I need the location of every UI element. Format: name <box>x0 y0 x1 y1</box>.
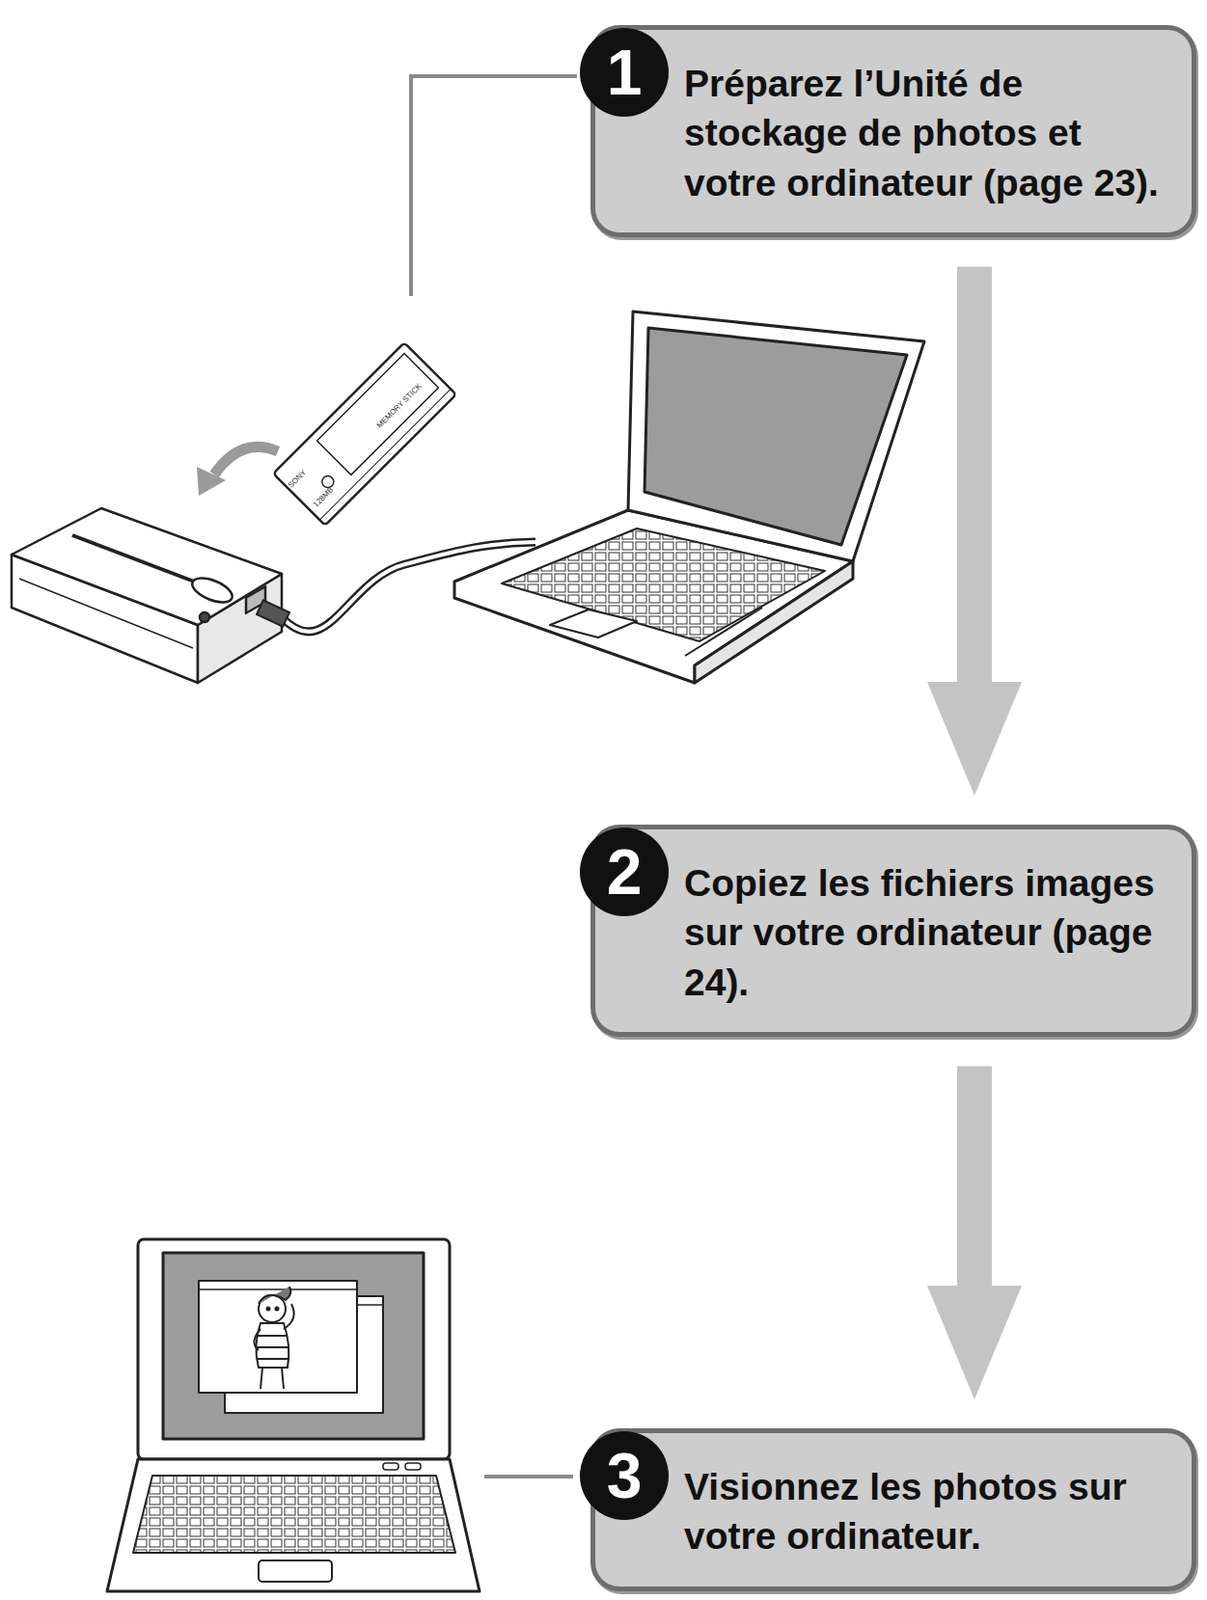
memory-stick <box>273 342 457 526</box>
laptop <box>137 1239 450 1460</box>
cartoon-figure <box>258 1287 291 1305</box>
laptop <box>628 311 925 562</box>
insert-arrow <box>196 466 226 496</box>
laptop <box>405 1463 421 1471</box>
laptop <box>454 311 925 684</box>
step-text: Préparez l’Unité de stockage de photos e… <box>595 29 1192 233</box>
memory-stick <box>273 342 457 526</box>
laptop <box>383 1463 399 1471</box>
flow-arrow <box>927 266 1022 796</box>
step-number: 2 <box>579 827 669 917</box>
laptop <box>501 528 825 642</box>
step-box: 3Visionnez les photos sur votre ordinate… <box>590 1428 1197 1592</box>
step-text: Visionnez les photos sur votre ordinateu… <box>595 1433 1192 1588</box>
laptop <box>258 1561 332 1583</box>
cartoon-figure <box>253 1329 261 1351</box>
product-marking: 128MB <box>311 485 335 509</box>
laptop <box>549 609 637 638</box>
cartoon-figure <box>275 1308 279 1312</box>
arrow-head <box>927 682 1022 796</box>
storage-unit <box>189 573 236 607</box>
laptop <box>107 1459 480 1592</box>
arrow-shaft <box>957 1066 992 1287</box>
laptop <box>163 1253 424 1440</box>
step-box: 1Préparez l’Unité de stockage de photos … <box>590 25 1197 238</box>
cartoon-figure <box>260 1368 284 1390</box>
laptop <box>356 1304 384 1307</box>
step-number: 1 <box>579 27 669 117</box>
memory-stick <box>317 354 439 476</box>
laptop <box>685 607 763 657</box>
usb-cable <box>256 600 290 627</box>
step-number: 3 <box>579 1431 669 1521</box>
cartoon-figure <box>253 1287 294 1390</box>
product-marking: SONY <box>286 467 308 490</box>
arrow-head <box>927 1286 1022 1400</box>
memory-stick <box>319 388 451 521</box>
cartoon-figure <box>267 1308 271 1312</box>
step-text: Copiez les fichiers images sur votre ord… <box>595 829 1192 1033</box>
leader-line <box>411 76 577 297</box>
cartoon-figure <box>255 1336 290 1360</box>
laptop <box>644 328 907 546</box>
storage-unit <box>199 612 210 623</box>
arrow-shaft <box>957 266 992 683</box>
leader-line <box>484 1475 574 1480</box>
insert-arrow <box>196 446 278 496</box>
storage-unit <box>11 508 282 684</box>
laptop <box>198 1289 357 1291</box>
insert-arrow <box>214 446 278 475</box>
product-marking: MEMORY STICK <box>375 382 424 431</box>
laptop <box>198 1281 357 1394</box>
step-box: 2Copiez les fichiers images sur votre or… <box>590 824 1197 1038</box>
storage-unit <box>19 578 193 649</box>
laptop <box>133 1476 456 1554</box>
laptop <box>107 1239 480 1592</box>
flow-arrow <box>927 1066 1022 1400</box>
storage-unit <box>11 508 282 626</box>
